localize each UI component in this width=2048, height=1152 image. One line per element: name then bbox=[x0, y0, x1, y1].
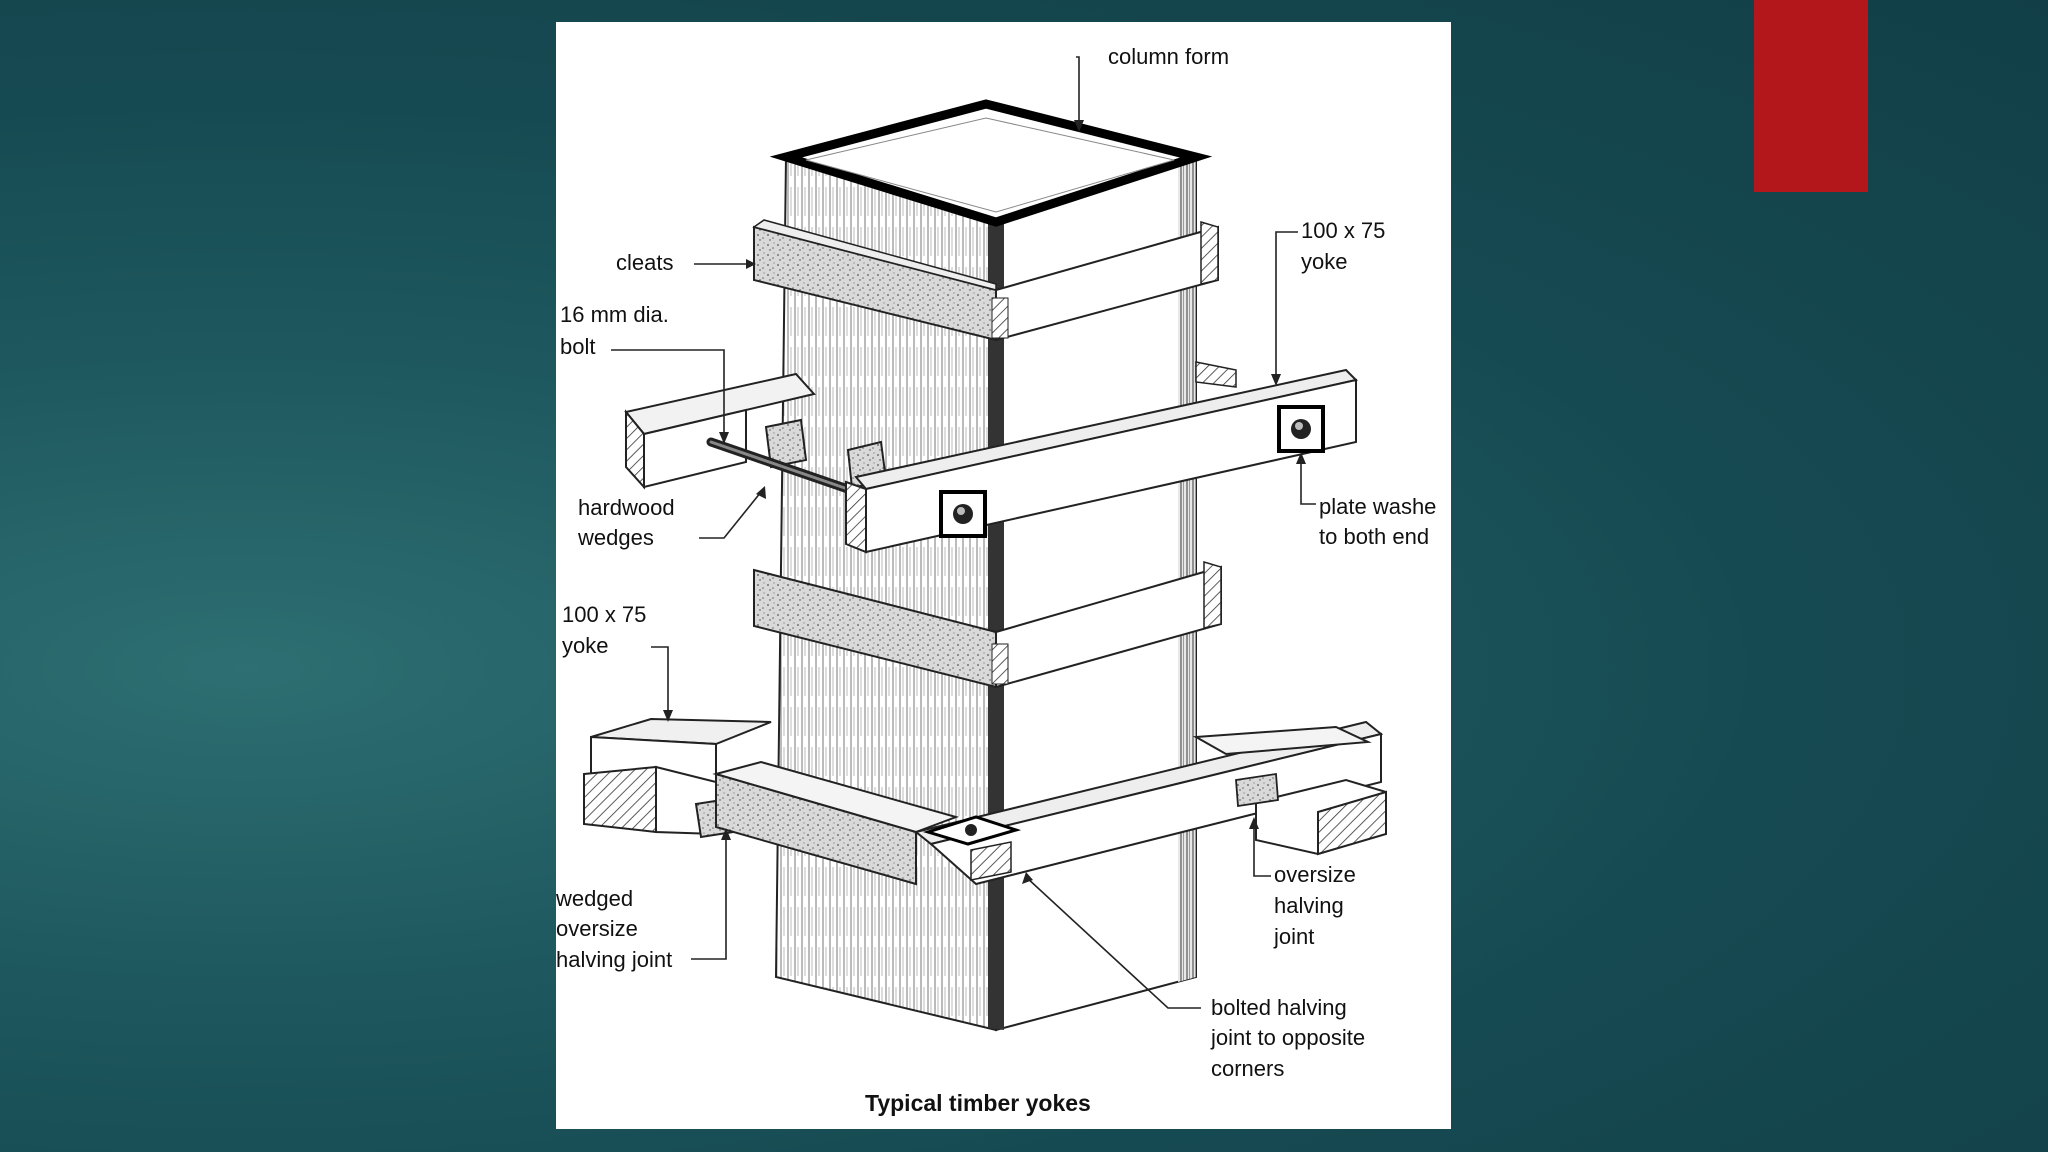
diagram-labels: column form cleats 16 mm dia. bolt 100 x… bbox=[556, 44, 1436, 1116]
label-oversize-line3: joint bbox=[1273, 924, 1314, 949]
label-bolted-line1: bolted halving bbox=[1211, 995, 1347, 1020]
label-wedged-line2: oversize bbox=[556, 916, 638, 941]
timber-yoke-diagram: column form cleats 16 mm dia. bolt 100 x… bbox=[556, 44, 1436, 1116]
accent-bar bbox=[1754, 0, 1868, 192]
label-washer-line1: plate washe bbox=[1319, 494, 1436, 519]
top-cleat-band bbox=[752, 219, 1219, 342]
label-bolted-line3: corners bbox=[1211, 1056, 1284, 1081]
label-column-form: column form bbox=[1108, 44, 1229, 69]
label-yoke-left-line1: 100 x 75 bbox=[562, 602, 646, 627]
label-oversize-line2: halving bbox=[1274, 893, 1344, 918]
label-oversize-line1: oversize bbox=[1274, 862, 1356, 887]
label-cleats: cleats bbox=[616, 250, 673, 275]
label-bolted-line2: joint to opposite bbox=[1210, 1025, 1365, 1050]
label-washer-line2: to both end bbox=[1319, 524, 1429, 549]
figure-caption: Typical timber yokes bbox=[865, 1090, 1091, 1116]
label-wedges-line2: wedges bbox=[577, 525, 654, 550]
upper-yoke bbox=[624, 361, 1358, 554]
label-yoke-top-line2: yoke bbox=[1301, 249, 1347, 274]
label-bolt-line1: 16 mm dia. bbox=[560, 302, 669, 327]
label-wedged-line3: halving joint bbox=[556, 947, 672, 972]
middle-cleat-band bbox=[753, 560, 1222, 689]
label-wedged-line1: wedged bbox=[556, 886, 633, 911]
label-wedges-line1: hardwood bbox=[578, 495, 675, 520]
lower-yoke bbox=[583, 717, 1387, 886]
label-yoke-left-line2: yoke bbox=[562, 633, 608, 658]
leader-lines bbox=[611, 56, 1316, 1009]
label-yoke-top-line1: 100 x 75 bbox=[1301, 218, 1385, 243]
label-bolt-line2: bolt bbox=[560, 334, 595, 359]
diagram-figure: column form cleats 16 mm dia. bolt 100 x… bbox=[556, 22, 1451, 1129]
